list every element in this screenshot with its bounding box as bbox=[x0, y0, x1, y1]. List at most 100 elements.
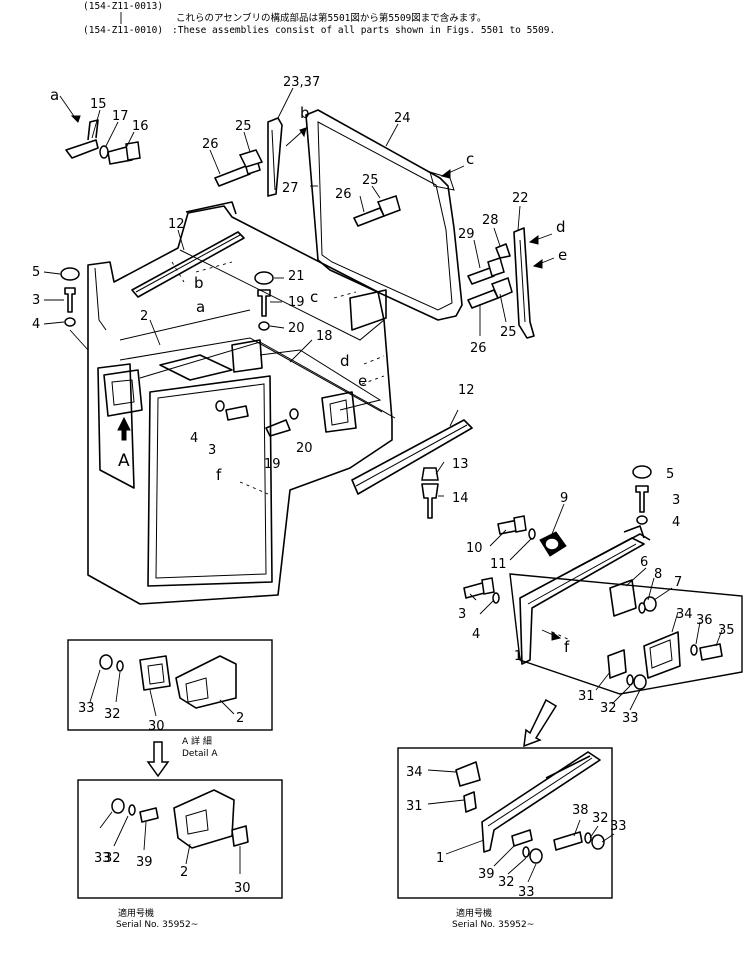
callout-13: 13 bbox=[452, 457, 469, 472]
callout-35: 35 bbox=[718, 623, 735, 638]
bolt-3-right bbox=[635, 485, 649, 513]
callout-26: 26 bbox=[335, 187, 352, 202]
callout-32: 32 bbox=[600, 701, 617, 716]
callout-16: 16 bbox=[132, 119, 149, 134]
ref-a: a bbox=[50, 86, 59, 104]
callout-32: 32 bbox=[104, 851, 121, 866]
callout-34: 34 bbox=[406, 765, 423, 780]
callout-9: 9 bbox=[560, 491, 568, 506]
rail-part-12-upper bbox=[131, 231, 245, 298]
callout-33: 33 bbox=[622, 711, 639, 726]
screw-25-top bbox=[238, 149, 264, 168]
ref-d: d bbox=[340, 352, 350, 370]
ref-a: a bbox=[196, 298, 205, 316]
bolt-19-cab bbox=[265, 408, 299, 437]
callout-25: 25 bbox=[500, 325, 517, 340]
header-text-jp: これらのアセンブリの構成部品は第5501図から第5509図まで含みます。 bbox=[176, 12, 486, 24]
callout-32: 32 bbox=[104, 707, 121, 722]
callout-26: 26 bbox=[470, 341, 487, 356]
rail-part-12-lower bbox=[351, 419, 473, 495]
serial-left-jp: 適用号機 bbox=[118, 907, 154, 919]
callout-labels: 23,37 24 25 26 27 26 25 15 17 16 12 5 3 … bbox=[32, 75, 735, 900]
header-code-1: (154-Z11-0013) bbox=[83, 1, 163, 12]
callout-18: 18 bbox=[316, 329, 333, 344]
ref-f: f bbox=[564, 638, 570, 656]
ref-d: d bbox=[556, 218, 566, 236]
callout-12: 12 bbox=[168, 217, 185, 232]
ref-A: A bbox=[118, 451, 130, 471]
callout-12: 12 bbox=[458, 383, 475, 398]
lower-right-bracket bbox=[455, 751, 605, 864]
bolt-35-36 bbox=[690, 643, 723, 661]
callout-1: 1 bbox=[436, 851, 444, 866]
cap-5-right bbox=[632, 465, 652, 479]
nut-13 bbox=[421, 467, 439, 481]
ref-c: c bbox=[310, 288, 318, 306]
clip-28 bbox=[495, 243, 511, 259]
bolt-3-left bbox=[64, 287, 76, 313]
callout-23-37: 23,37 bbox=[283, 75, 320, 90]
bolt-16 bbox=[107, 141, 141, 165]
callout-8: 8 bbox=[654, 567, 662, 582]
callout-29: 29 bbox=[458, 227, 475, 242]
detail-a-en: Detail A bbox=[182, 749, 218, 759]
callout-19: 19 bbox=[288, 295, 305, 310]
serial-right-jp: 適用号機 bbox=[456, 907, 492, 919]
plate-6 bbox=[609, 579, 637, 617]
plate-34 bbox=[643, 631, 681, 679]
callout-1: 1 bbox=[514, 649, 522, 664]
callout-33: 33 bbox=[94, 851, 111, 866]
callout-20: 20 bbox=[288, 321, 305, 336]
nut-32-33-upper bbox=[626, 674, 647, 690]
ref-e: e bbox=[358, 372, 367, 390]
washer-20-top bbox=[258, 321, 270, 331]
serial-right-en: Serial No. 35952~ bbox=[452, 920, 534, 930]
callout-20: 20 bbox=[296, 441, 313, 456]
callout-34: 34 bbox=[676, 607, 693, 622]
nut-7-8 bbox=[638, 596, 657, 614]
callout-3: 3 bbox=[32, 293, 40, 308]
ref-b: b bbox=[300, 104, 310, 122]
callout-32: 32 bbox=[592, 811, 609, 826]
strip-part-23 bbox=[267, 117, 283, 197]
ref-c: c bbox=[466, 150, 474, 168]
callout-30: 30 bbox=[234, 881, 251, 896]
callout-30: 30 bbox=[148, 719, 165, 734]
header-text-en: :These assemblies consist of all parts s… bbox=[172, 25, 555, 36]
callout-3: 3 bbox=[458, 607, 466, 622]
callout-28: 28 bbox=[482, 213, 499, 228]
callout-14: 14 bbox=[452, 491, 469, 506]
bolt-3-bracket bbox=[463, 577, 500, 604]
header-code-2: (154-Z11-0010) bbox=[83, 25, 163, 36]
strip-part-22 bbox=[513, 227, 535, 339]
knob-9 bbox=[539, 531, 567, 557]
callout-25: 25 bbox=[235, 119, 252, 134]
callout-7: 7 bbox=[674, 575, 682, 590]
serial-left-en: Serial No. 35952~ bbox=[116, 920, 198, 930]
callout-4: 4 bbox=[672, 515, 680, 530]
cap-5-left bbox=[60, 267, 80, 281]
callout-4: 4 bbox=[32, 317, 40, 332]
callout-24: 24 bbox=[394, 111, 411, 126]
callout-6: 6 bbox=[640, 555, 648, 570]
callout-33: 33 bbox=[518, 885, 535, 900]
callout-27: 27 bbox=[282, 181, 299, 196]
washer-4-left bbox=[64, 317, 76, 327]
reference-dashes bbox=[171, 261, 571, 641]
callout-4: 4 bbox=[190, 431, 198, 446]
lower-left-box bbox=[77, 779, 283, 899]
ref-f: f bbox=[216, 466, 222, 484]
ref-arrows bbox=[59, 95, 562, 641]
screw-29 bbox=[467, 257, 505, 285]
callout-19: 19 bbox=[264, 457, 281, 472]
callout-2: 2 bbox=[140, 309, 148, 324]
callout-39: 39 bbox=[136, 855, 153, 870]
bolt-14 bbox=[421, 483, 439, 519]
callout-22: 22 bbox=[512, 191, 529, 206]
arrow-to-lower-left bbox=[146, 741, 170, 778]
callout-15: 15 bbox=[90, 97, 107, 112]
callout-26: 26 bbox=[202, 137, 219, 152]
washer-4-right bbox=[636, 515, 648, 525]
callout-36: 36 bbox=[696, 613, 713, 628]
callout-33: 33 bbox=[610, 819, 627, 834]
